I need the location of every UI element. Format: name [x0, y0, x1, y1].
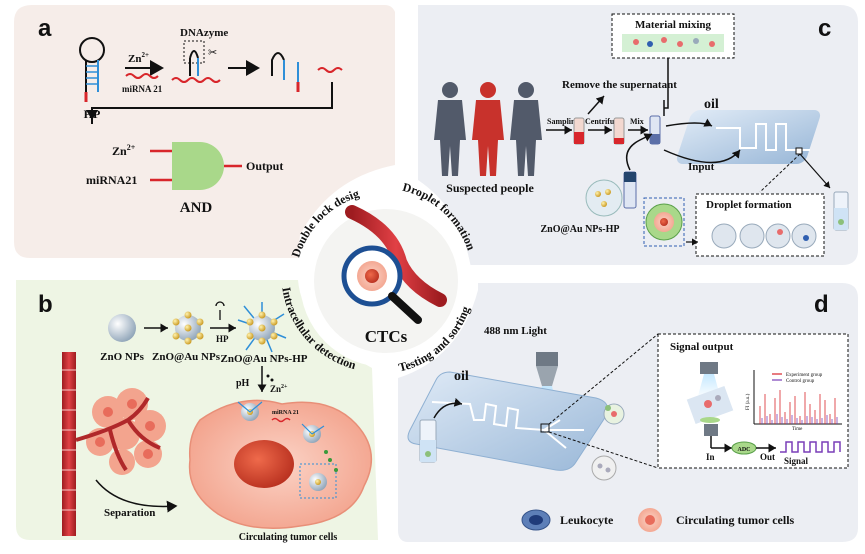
mirna-strand-icon — [125, 73, 159, 79]
zno-nps-label: ZnO NPs — [100, 351, 144, 363]
fluorescence-mini-chart: FI (a.u.) Time Experiment group Control … — [746, 370, 842, 432]
sampling-label: Sampling — [547, 117, 579, 126]
oil-label-c: oil — [704, 97, 719, 112]
b-mirna21-label: miRNA 21 — [272, 410, 299, 416]
ph-label: pH — [236, 378, 250, 389]
suspected-people-label: Suspected people — [446, 181, 534, 195]
panel-c-letter: c — [818, 15, 831, 42]
panel-c: c Material mixing Remove the supernatant — [434, 13, 849, 257]
droplet-formation-label: Droplet formation — [706, 199, 792, 211]
gate-input-zn: Zn2+ — [112, 143, 136, 158]
panel-a-background — [14, 5, 395, 258]
adc-label: ADC — [738, 447, 751, 453]
znoau-nps-hp-label: ZnO@Au NPs-HP — [221, 353, 308, 365]
panel-a-letter: a — [38, 15, 52, 42]
and-gate-label: AND — [180, 200, 213, 216]
microfluidic-chip-d — [407, 371, 609, 471]
ctc-label-b: Circulating tumor cells — [239, 532, 338, 543]
panel-d-letter: d — [814, 291, 829, 318]
znoau-nps-label: ZnO@Au NPs — [152, 351, 221, 363]
zno-np-icon — [108, 314, 136, 342]
ctc-legend-label: Circulating tumor cells — [676, 513, 795, 527]
zn-label: Zn2+ — [128, 51, 149, 65]
material-mixing-label: Material mixing — [635, 19, 712, 31]
remove-supernatant-label: Remove the supernatant — [562, 79, 677, 91]
panel-a: a HP Zn2+ miRNA 21 DNAzyme ✂ — [38, 15, 343, 216]
center-title: CTCs — [365, 327, 408, 346]
chart-x-label: Time — [792, 427, 803, 432]
bottom-legend: Leukocyte Circulating tumor cells — [521, 508, 795, 532]
oil-label-d: oil — [454, 369, 469, 384]
gate-output-label: Output — [246, 159, 283, 173]
separation-label: Separation — [104, 507, 155, 519]
tumor-cluster-icon — [75, 388, 166, 475]
scissors-icon: ✂ — [208, 47, 217, 59]
mirna21-label: miRNA 21 — [122, 84, 163, 94]
centrifuge-label: Centrifuge — [585, 117, 622, 126]
microfluidic-chip-c — [676, 110, 821, 164]
signal-label: Signal — [784, 456, 809, 466]
panel-b-letter: b — [38, 291, 53, 318]
in-label: In — [706, 452, 715, 462]
b-zn-label: Zn2+ — [270, 384, 288, 394]
chart-y-label: FI (a.u.) — [746, 393, 751, 410]
leukocyte-label: Leukocyte — [560, 513, 614, 527]
panel-d: d 488 nm Light oil Signal output — [407, 291, 849, 481]
signal-output-label: Signal output — [670, 341, 734, 353]
input-label: Input — [688, 161, 715, 173]
digital-signal-icon — [780, 441, 841, 453]
laser-head-icon — [536, 352, 558, 366]
suspected-people-icons — [434, 82, 542, 176]
znoau-np-icon — [172, 311, 204, 345]
legend-control: Control group — [786, 379, 815, 384]
and-gate-icon — [172, 142, 224, 190]
blood-vessel-icon — [62, 352, 76, 536]
hairpin-probe-icon — [79, 37, 105, 102]
nps-hp-label: ZnO@Au NPs-HP — [540, 224, 619, 235]
nps-solution-icon — [585, 179, 623, 217]
panel-b: b ZnO NPs ZnO@Au NPs HP — [38, 291, 373, 543]
znoau-hp-np-icon — [237, 302, 287, 353]
b-hp-label: HP — [216, 334, 229, 344]
out-label: Out — [760, 452, 775, 462]
light-label: 488 nm Light — [484, 325, 547, 337]
mix-label: Mix — [630, 117, 644, 126]
gate-input-mirna21: miRNA21 — [86, 173, 137, 187]
legend-experiment: Experiment group — [786, 373, 823, 378]
cell-nucleus — [234, 440, 294, 488]
dnazyme-label: DNAzyme — [180, 27, 228, 39]
